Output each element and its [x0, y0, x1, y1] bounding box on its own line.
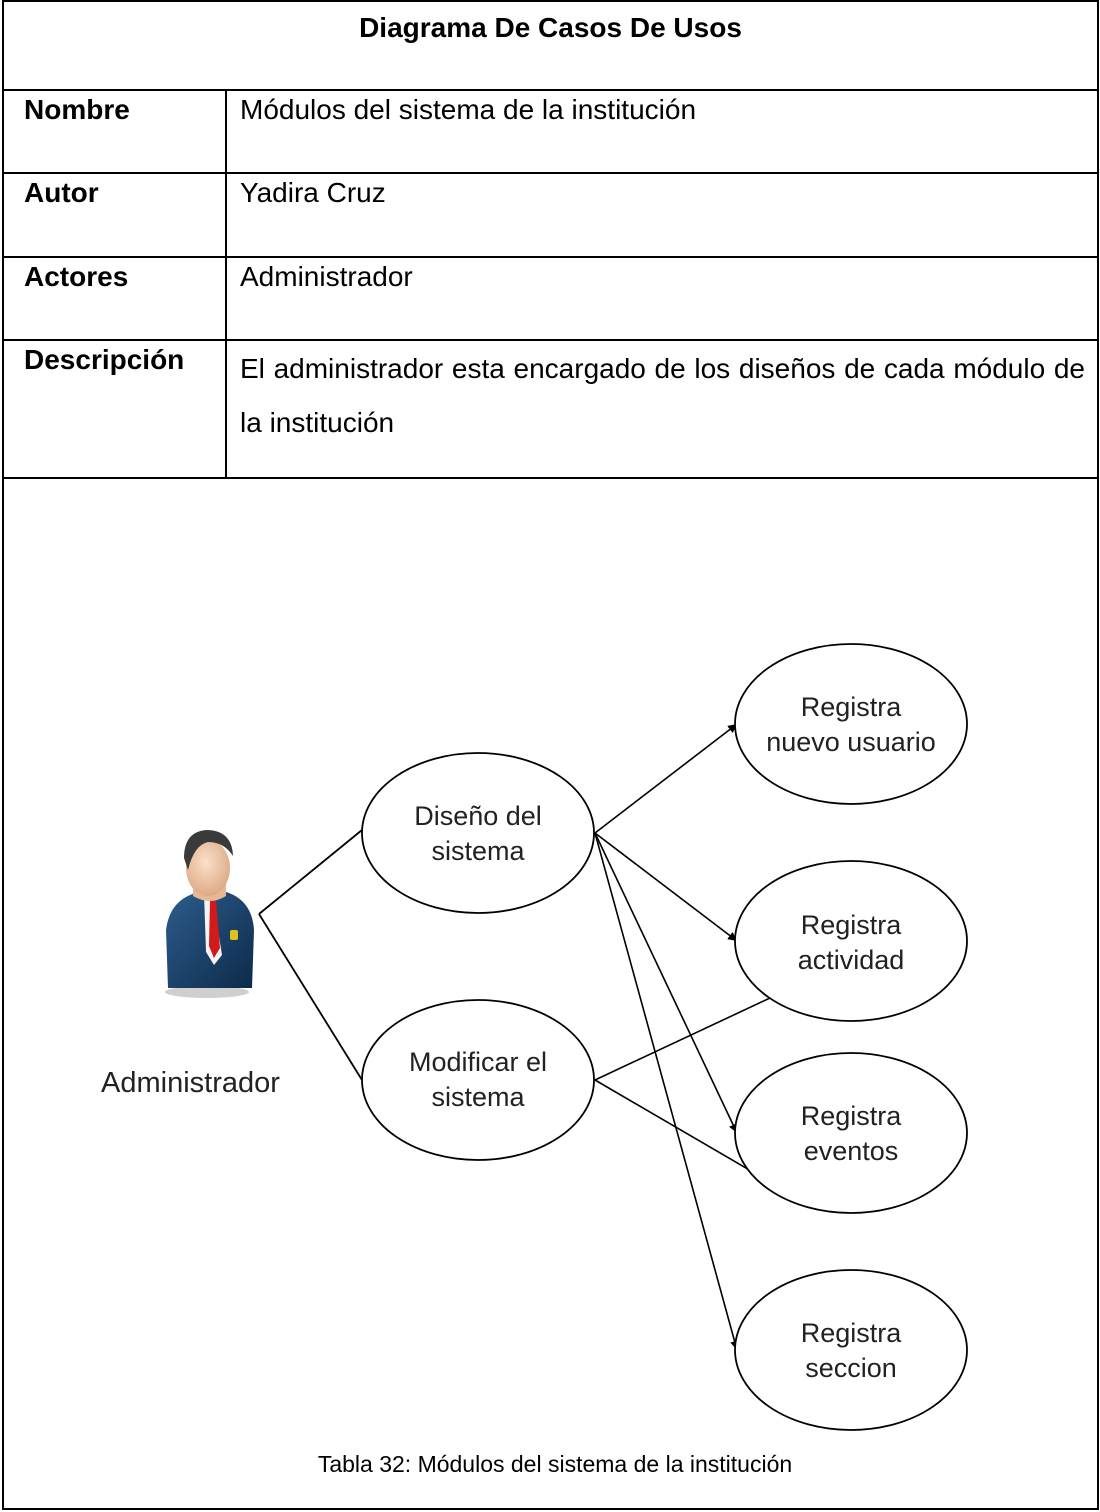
- use-case-actividad-label-2: actividad: [798, 945, 905, 975]
- use-case-usuario: [734, 643, 968, 805]
- arrow-to-actividad: [594, 832, 738, 942]
- use-case-diseno: [361, 752, 595, 914]
- modify-line: [594, 997, 771, 1081]
- column-divider: [225, 89, 227, 479]
- use-case-seccion-label-2: seccion: [805, 1353, 897, 1383]
- use-case-eventos-label-1: Registra: [801, 1101, 903, 1131]
- use-case-eventos: [734, 1052, 968, 1214]
- use-case-eventos-label-2: eventos: [804, 1136, 899, 1166]
- row-divider: [2, 339, 1099, 341]
- row-label-nombre: Nombre: [24, 94, 130, 125]
- row-divider: [2, 256, 1099, 258]
- use-case-seccion: [734, 1269, 968, 1431]
- row-label-actores: Actores: [24, 261, 129, 292]
- use-case-diseno-label-2: sistema: [431, 836, 525, 866]
- row-label-descripcion: Descripción: [24, 344, 185, 375]
- business-person-icon: [165, 830, 254, 998]
- use-case-usuario-label-2: nuevo usuario: [766, 727, 936, 757]
- row-divider: [2, 477, 1099, 479]
- arrow-to-seccion: [594, 832, 739, 1351]
- row-value-actores: Administrador: [240, 261, 413, 292]
- use-case-modificar: [361, 999, 595, 1161]
- use-case-usuario-label-1: Registra: [801, 692, 903, 722]
- table-title: Diagrama De Casos De Usos: [359, 12, 742, 43]
- row-value-descripcion: El administrador esta encargado de los d…: [240, 353, 1085, 438]
- table-caption: Tabla 32: Módulos del sistema de la inst…: [317, 1451, 793, 1477]
- arrow-to-usuario: [594, 723, 738, 834]
- use-case-actividad-label-1: Registra: [801, 910, 903, 940]
- association-line: [258, 913, 363, 1081]
- row-value-autor: Yadira Cruz: [240, 177, 386, 208]
- use-case-seccion-label-1: Registra: [801, 1318, 903, 1348]
- use-case-modificar-label-2: sistema: [431, 1082, 525, 1112]
- modify-line: [594, 1079, 771, 1183]
- row-label-autor: Autor: [24, 177, 99, 208]
- arrow-to-eventos: [594, 832, 738, 1134]
- row-value-nombre: Módulos del sistema de la institución: [240, 94, 697, 125]
- row-divider: [2, 172, 1099, 174]
- use-case-modificar-label-1: Modificar el: [409, 1047, 547, 1077]
- actor-label: Administrador: [101, 1067, 280, 1099]
- use-case-actividad: [734, 860, 968, 1022]
- use-case-diseno-label-1: Diseño del: [414, 801, 542, 831]
- row-divider: [2, 89, 1099, 91]
- association-line: [258, 829, 363, 915]
